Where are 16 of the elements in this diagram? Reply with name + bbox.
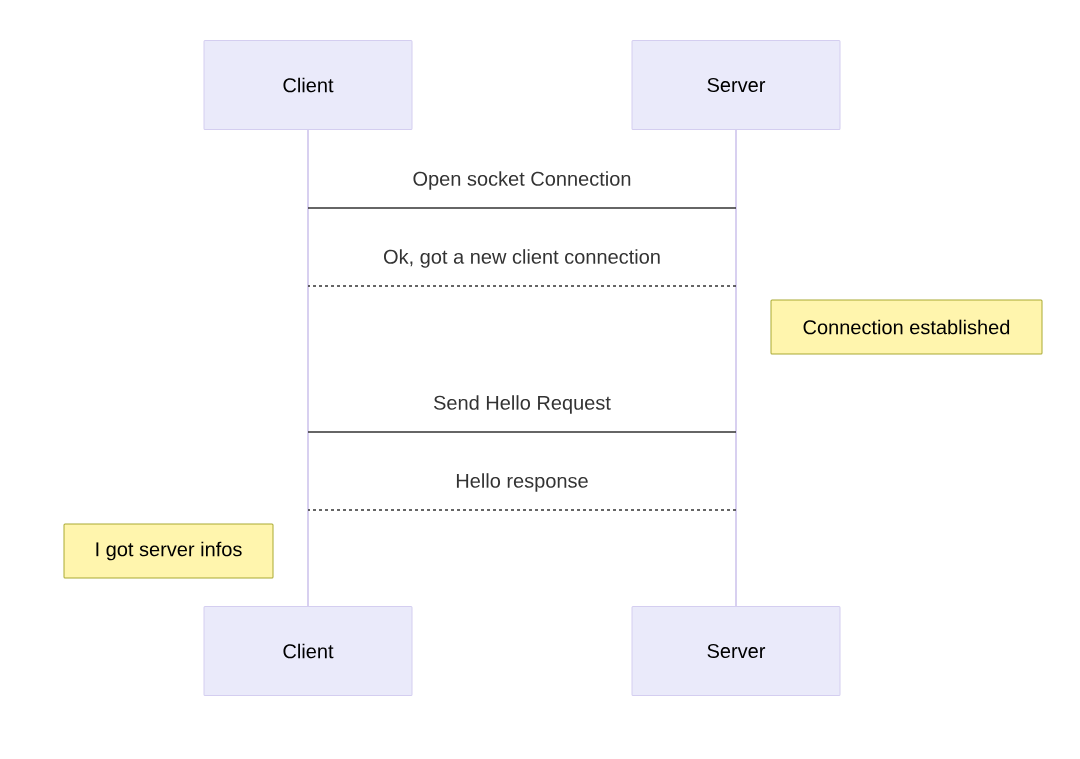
edge-label: Hello response: [456, 473, 588, 492]
edge-label: Open socket Connection: [413, 171, 631, 190]
message-line: [307, 509, 737, 511]
note-box: I got server infos: [63, 523, 274, 579]
message-line: [307, 285, 737, 287]
note-box: Connection established: [770, 299, 1043, 355]
message-line: [307, 431, 737, 433]
participant-box: Server: [631, 606, 841, 696]
message-line: [307, 207, 737, 209]
participant-box: Client: [203, 40, 413, 130]
lifeline: [735, 129, 737, 607]
edge-label: Ok, got a new client connection: [384, 249, 660, 268]
edge-label: Send Hello Request: [433, 395, 611, 414]
lifeline: [307, 129, 309, 607]
participant-box: Client: [203, 606, 413, 696]
participant-box: Server: [631, 40, 841, 130]
